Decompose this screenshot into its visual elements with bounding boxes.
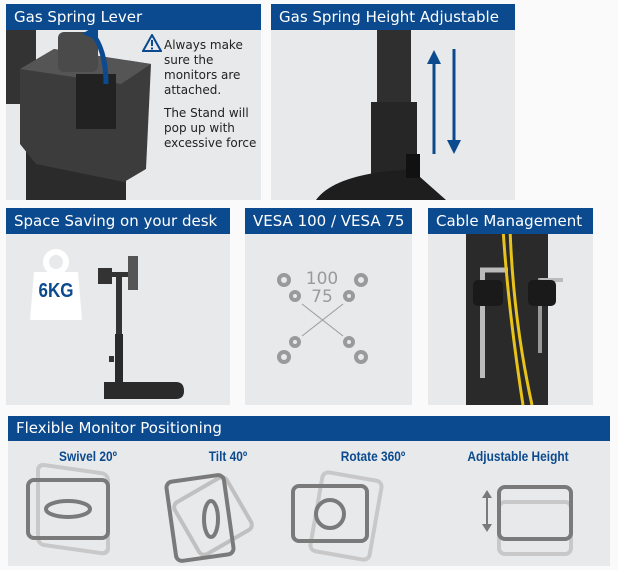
swivel-icon (26, 462, 110, 556)
warning-icon (142, 34, 162, 52)
adjustable-height-icon (482, 485, 573, 556)
gas-spring-lever-panel: Gas Spring Lever Always make sure the mo… (6, 4, 261, 200)
rotate-label: Rotate 360º (340, 448, 406, 464)
rotate-icon (291, 470, 384, 562)
monitor-stand-photo (98, 256, 184, 399)
flexible-positioning-panel: Flexible Monitor Positioning Swivel 20º … (8, 416, 610, 566)
weight-icon (30, 249, 82, 320)
adjustable-height-label: Adjustable Height (467, 448, 569, 464)
stand-photo (316, 24, 461, 200)
panel-title: Cable Management (428, 208, 593, 234)
warning-text: Always make sure the monitors are attach… (164, 38, 243, 97)
tilt-label: Tilt 40º (208, 448, 248, 464)
weight-capacity: 6KG (38, 280, 74, 302)
vesa-panel: VESA 100 / VESA 75 100 75 (245, 208, 412, 405)
tilt-icon (164, 473, 254, 563)
panel-title: Space Saving on your desk (6, 208, 230, 234)
vesa-75-label: 75 (311, 287, 333, 307)
vesa-pattern-icon (277, 273, 368, 364)
force-warning-text: The Stand will pop up with excessive for… (164, 106, 257, 150)
panel-title: VESA 100 / VESA 75 (245, 208, 412, 234)
panel-title: Gas Spring Height Adjustable (271, 4, 515, 30)
cable-clip-photo (466, 227, 563, 405)
lever-photo (6, 24, 151, 200)
positioning-icons (26, 462, 573, 563)
panel-title: Flexible Monitor Positioning (8, 416, 610, 441)
swivel-label: Swivel 20º (59, 448, 117, 464)
vesa-100-label: 100 (305, 269, 339, 289)
gas-spring-height-panel: Gas Spring Height Adjustable (271, 4, 515, 200)
panel-title: Gas Spring Lever (6, 4, 261, 30)
space-saving-panel: Space Saving on your desk 6KG (6, 208, 230, 405)
cable-management-panel: Cable Management (428, 208, 593, 405)
